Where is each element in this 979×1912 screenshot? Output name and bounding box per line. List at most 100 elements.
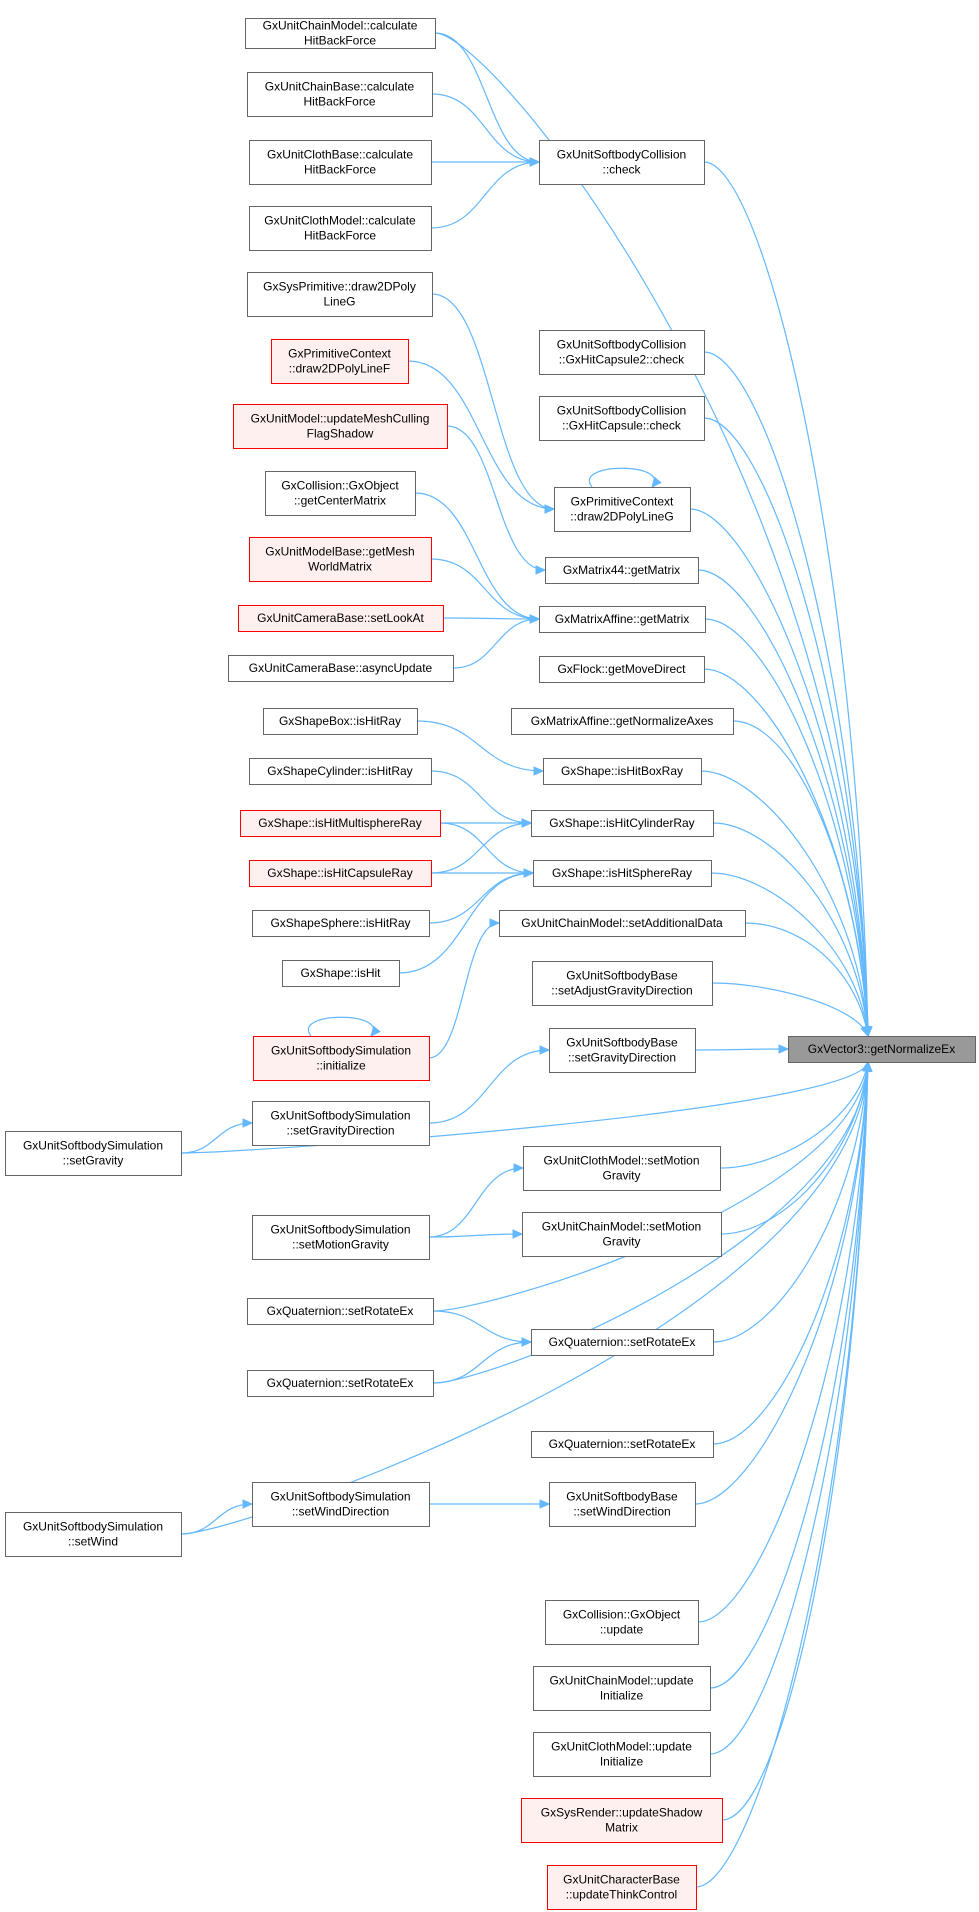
node-box [240,810,441,837]
function-node[interactable]: GxUnitChainModel::setMotionGravity [522,1212,722,1257]
target-function-node[interactable]: GxVector3::getNormalizeEx [788,1036,976,1063]
function-node[interactable]: GxMatrixAffine::getMatrix [539,606,706,633]
edge-line [430,558,540,620]
function-node[interactable]: GxUnitSoftbodyCollision::GxHitCapsule::c… [539,396,705,441]
function-node[interactable]: GxPrimitiveContext::draw2DPolyLineG [554,487,691,532]
function-node[interactable]: GxShapeCylinder::isHitRay [249,758,432,785]
edge-line [452,618,540,669]
function-node[interactable]: GxShape::isHitMultisphereRay [240,810,441,837]
function-node[interactable]: GxShape::isHit [282,960,400,987]
node-label: Gravity [602,1169,640,1183]
function-node[interactable]: GxUnitSoftbodySimulation::setGravity [5,1131,182,1176]
node-label: GxUnitClothModel::update [551,1740,692,1754]
function-node[interactable]: GxCollision::GxObject::update [545,1600,699,1645]
node-label: GxCollision::GxObject [281,479,399,493]
function-node[interactable]: GxUnitSoftbodySimulation::setMotionGravi… [252,1215,430,1260]
nodes-layer: GxUnitChainModel::calculateHitBackForceG… [5,18,976,1910]
node-label: ::setWind [68,1535,118,1549]
node-label: GxShape::isHit [300,966,381,980]
function-node[interactable]: GxQuaternion::setRotateEx [247,1298,434,1325]
node-label: Initialize [600,1689,644,1703]
edge-line [430,822,532,874]
node-box [545,1600,699,1645]
function-node[interactable]: GxShape::isHitCapsuleRay [249,860,432,887]
call-edge [719,1060,872,1169]
call-edge [180,1118,254,1154]
node-box [533,860,712,887]
node-label: GxUnitClothModel::calculate [264,214,416,228]
call-edge [432,1310,533,1347]
node-box [523,1146,721,1191]
function-node[interactable]: GxUnitSoftbodyBase::setAdjustGravityDire… [532,961,713,1006]
node-label: ::setGravityDirection [286,1124,394,1138]
node-box [249,140,432,185]
function-node[interactable]: GxShape::isHitSphereRay [533,860,712,887]
edge-line [180,1503,253,1535]
function-node[interactable]: GxSysPrimitive::draw2DPolyLineG [247,272,433,317]
function-node[interactable]: GxShapeBox::isHitRay [263,708,418,735]
node-label: ::draw2DPolyLineG [570,510,673,524]
function-node[interactable]: GxFlock::getMoveDirect [539,656,705,683]
arrow-head [539,1499,551,1509]
function-node[interactable]: GxUnitSoftbodyBase::setGravityDirection [549,1028,696,1073]
function-node[interactable]: GxShapeSphere::isHitRay [252,910,430,937]
function-node[interactable]: GxPrimitiveContext::draw2DPolyLineF [271,339,409,384]
edge-line [398,872,534,974]
call-edge [429,1499,551,1509]
function-node[interactable]: GxUnitSoftbodySimulation::initialize [253,1036,430,1081]
function-node[interactable]: GxMatrixAffine::getNormalizeAxes [511,708,734,735]
call-edge [307,1016,381,1037]
function-node[interactable]: GxUnitClothModel::setMotionGravity [523,1146,721,1191]
node-label: ::updateThinkControl [566,1888,677,1902]
call-edge [398,868,535,974]
call-edge [428,1163,525,1238]
function-node[interactable]: GxUnitSoftbodyCollision::GxHitCapsule2::… [539,330,705,375]
function-node[interactable]: GxUnitSoftbodyCollision::check [539,140,705,185]
edge-line [416,720,544,772]
node-box [539,656,705,683]
node-label: GxUnitSoftbodyBase [566,1036,678,1050]
function-node[interactable]: GxShape::isHitBoxRay [543,758,702,785]
function-node[interactable]: GxUnitSoftbodySimulation::setWind [5,1512,182,1557]
function-node[interactable]: GxUnitSoftbodySimulation::setWindDirecti… [252,1482,430,1527]
edge-line [180,1122,253,1154]
function-node[interactable]: GxUnitChainModel::setAdditionalData [499,910,746,937]
function-node[interactable]: GxUnitCameraBase::asyncUpdate [228,655,454,682]
node-label: HitBackForce [304,34,376,48]
arrow-head [533,766,545,776]
node-label: GxUnitChainModel::setAdditionalData [521,916,723,930]
node-box [252,1101,430,1146]
function-node[interactable]: GxUnitSoftbodySimulation::setGravityDire… [252,1101,430,1146]
function-node[interactable]: GxUnitSoftbodyBase::setWindDirection [549,1482,696,1527]
function-node[interactable]: GxUnitCameraBase::setLookAt [238,605,444,632]
arrow-head [521,818,533,828]
call-edge [712,1060,873,1445]
arrow-head [512,1229,524,1239]
call-edge [689,508,873,1038]
function-node[interactable]: GxQuaternion::setRotateEx [531,1431,714,1458]
node-box [532,961,713,1006]
function-node[interactable]: GxShape::isHitCylinderRay [531,810,714,837]
node-label: LineG [323,295,355,309]
node-label: GxShapeBox::isHitRay [279,714,401,728]
function-node[interactable]: GxCollision::GxObject::getCenterMatrix [265,471,416,516]
node-label: ::getCenterMatrix [294,494,386,508]
call-edge [430,770,533,828]
edge-line [695,1061,869,1888]
function-node[interactable]: GxQuaternion::setRotateEx [247,1370,434,1397]
function-node[interactable]: GxUnitCharacterBase::updateThinkControl [547,1865,697,1910]
node-label: GxShape::isHitCylinderRay [549,816,694,830]
function-node[interactable]: GxMatrix44::getMatrix [545,557,699,584]
edge-line [697,1061,869,1623]
node-label: GxFlock::getMoveDirect [557,662,686,676]
function-node[interactable]: GxQuaternion::setRotateEx [531,1329,714,1356]
